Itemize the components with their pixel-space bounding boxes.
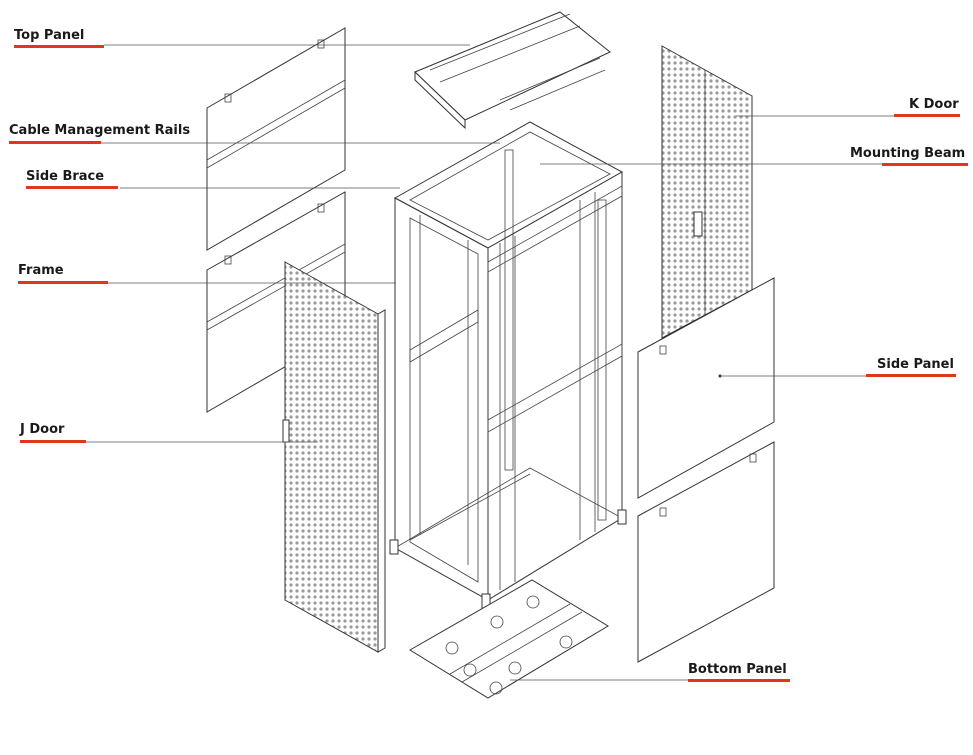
label-top-panel: Top Panel xyxy=(14,28,85,43)
k-door-part xyxy=(661,45,753,339)
label-side-brace: Side Brace xyxy=(26,169,105,184)
label-bottom-panel: Bottom Panel xyxy=(688,662,787,677)
underline-side-brace xyxy=(26,186,118,189)
leader-lines xyxy=(15,44,894,681)
side-panel-upper xyxy=(637,277,775,499)
rear-side-panel-lower xyxy=(206,191,346,413)
underline-top-panel xyxy=(14,45,104,48)
underline-k-door xyxy=(894,114,960,117)
label-mounting-beam: Mounting Beam xyxy=(850,146,966,161)
underline-cable-management-rails xyxy=(9,141,101,144)
label-frame: Frame xyxy=(18,263,64,278)
underline-side-panel xyxy=(866,374,956,377)
bottom-panel-part xyxy=(409,579,609,699)
frame-part xyxy=(389,121,627,609)
underline-j-door xyxy=(20,440,86,443)
label-cable-management-rails: Cable Management Rails xyxy=(9,123,191,138)
rear-side-panel-upper xyxy=(206,27,346,251)
side-panel-lower xyxy=(637,441,775,663)
top-panel-part xyxy=(414,11,611,130)
underline-mounting-beam xyxy=(882,163,968,166)
label-side-panel: Side Panel xyxy=(877,357,954,372)
label-j-door: J Door xyxy=(20,422,65,437)
j-door-part xyxy=(282,261,386,653)
label-k-door: K Door xyxy=(909,97,959,112)
underline-bottom-panel xyxy=(688,679,790,682)
underline-frame xyxy=(18,281,108,284)
